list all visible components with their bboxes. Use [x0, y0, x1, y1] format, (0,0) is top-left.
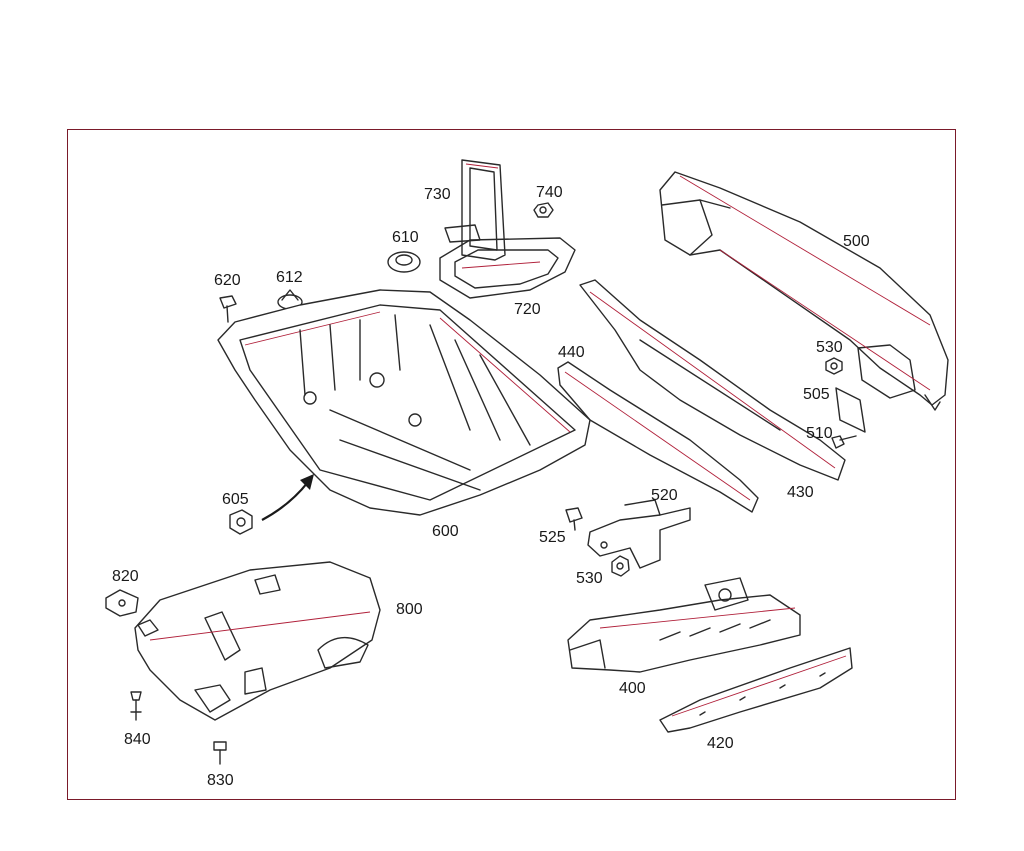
callout-740: 740 [536, 184, 563, 201]
part-510-bolt[interactable] [831, 435, 857, 449]
callout-500: 500 [843, 233, 870, 250]
part-620-bolt[interactable] [219, 295, 237, 323]
part-740-nut[interactable] [533, 202, 554, 218]
part-505-plate[interactable] [835, 387, 866, 433]
callout-530-lower: 530 [576, 570, 603, 587]
callout-612: 612 [276, 269, 303, 286]
part-830-screw[interactable] [213, 741, 227, 765]
callout-820: 820 [112, 568, 139, 585]
part-525-bolt[interactable] [565, 507, 583, 531]
callout-620: 620 [214, 272, 241, 289]
callout-530-upper: 530 [816, 339, 843, 356]
callout-605: 605 [222, 491, 249, 508]
callout-420: 420 [707, 735, 734, 752]
callout-720: 720 [514, 301, 541, 318]
part-840-pin[interactable] [130, 691, 142, 721]
part-420-sill[interactable] [659, 647, 853, 733]
part-600-wheel-well[interactable] [217, 289, 591, 516]
part-605-nut[interactable] [229, 509, 253, 535]
callout-600: 600 [432, 523, 459, 540]
callout-830: 830 [207, 772, 234, 789]
part-720-tray[interactable] [439, 237, 576, 299]
callout-400: 400 [619, 680, 646, 697]
part-530-nut-lower[interactable] [611, 555, 630, 577]
part-610-grommet[interactable] [387, 251, 421, 273]
part-430-rail[interactable] [579, 279, 846, 481]
callout-800: 800 [396, 601, 423, 618]
callout-525: 525 [539, 529, 566, 546]
callout-520: 520 [651, 487, 678, 504]
part-730-bracket[interactable] [444, 159, 506, 261]
part-400-floor-frame[interactable] [567, 577, 801, 673]
callout-730: 730 [424, 186, 451, 203]
callout-510: 510 [806, 425, 833, 442]
part-440-rail[interactable] [557, 361, 759, 513]
callout-840: 840 [124, 731, 151, 748]
part-530-nut-upper[interactable] [825, 357, 843, 375]
part-820-clip[interactable] [105, 589, 139, 617]
callout-505: 505 [803, 386, 830, 403]
callout-430: 430 [787, 484, 814, 501]
part-520-bracket[interactable] [587, 499, 691, 569]
part-800-cover[interactable] [134, 561, 381, 721]
part-500-bumper-beam[interactable] [659, 171, 949, 411]
diagram-frame [67, 129, 956, 800]
callout-610: 610 [392, 229, 419, 246]
arrow-605-to-600 [261, 474, 314, 521]
callout-440: 440 [558, 344, 585, 361]
